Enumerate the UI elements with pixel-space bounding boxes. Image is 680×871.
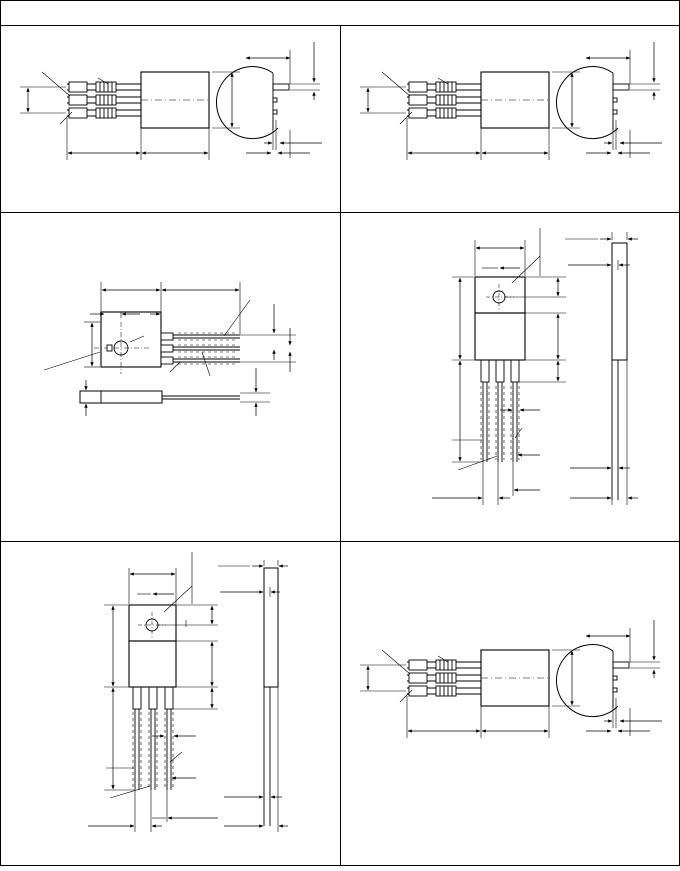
panel-2-lead-1 [407, 81, 481, 93]
panel-4-body [474, 312, 526, 361]
panel-1-drawing [20, 42, 322, 160]
panel-6-lead-3 [407, 685, 481, 697]
panel-6-drawing [360, 620, 662, 738]
panel-5-tab [128, 604, 177, 642]
panel-5-leads [132, 686, 174, 790]
panel-1-lead-2 [67, 94, 141, 106]
panel-2-drawing [360, 42, 662, 160]
panel-1-lead-1 [67, 81, 141, 93]
panel-4-leads [480, 359, 520, 462]
panel-5-drawing [88, 552, 288, 832]
panel-2-lead-2 [407, 94, 481, 106]
panel-6-lead-2 [407, 672, 481, 684]
panel-2-lead-3 [407, 107, 481, 119]
panel-6-lead-1 [407, 659, 481, 671]
panel-3-leads [160, 332, 240, 365]
panel-1-lead-3 [67, 107, 141, 119]
panel-3-tab [100, 311, 162, 368]
panel-3-drawing [43, 282, 296, 416]
panel-4-drawing [432, 228, 638, 505]
panel-4-tab [474, 276, 526, 314]
panel-5-body [128, 640, 177, 688]
